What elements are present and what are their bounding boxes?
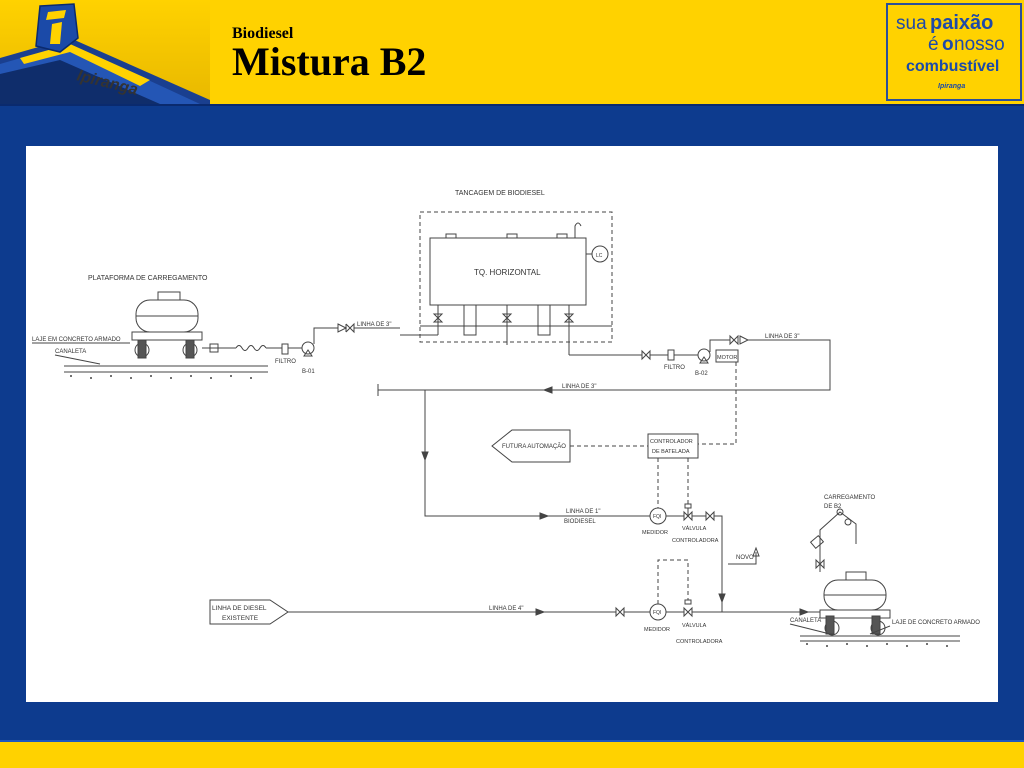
label-linha-diesel-2: EXISTENTE xyxy=(222,615,259,622)
slogan-word-combustivel: combustível xyxy=(906,58,1000,75)
valve-b02-inlet-icon xyxy=(641,349,651,361)
label-medidor-2: MEDIDOR xyxy=(644,627,670,633)
slogan-word-o: o xyxy=(942,34,954,55)
slogan-word-sua: sua xyxy=(896,13,927,34)
left-tanker-truck-icon xyxy=(131,291,203,359)
label-linha4: LINHA DE 4" xyxy=(489,606,523,612)
pump-b02-icon xyxy=(697,348,711,362)
tank-valve-3-icon xyxy=(563,313,575,323)
slogan-word-paixao: paixão xyxy=(930,12,994,34)
right-tanker-truck-icon xyxy=(819,571,891,636)
label-b01: B-01 xyxy=(302,369,315,375)
control-valve-1-icon xyxy=(683,510,693,522)
label-b02: B-02 xyxy=(695,371,708,377)
slogan-word-e: é xyxy=(928,34,939,55)
valve-diesel-in-icon xyxy=(615,606,625,618)
diagram-panel: TANCAGEM DE BIODIESEL TQ. HORIZONTAL LC … xyxy=(26,146,998,702)
label-laje-left: LAJE EM CONCRETO ARMADO xyxy=(32,337,121,343)
check-valve-2-icon xyxy=(739,335,750,345)
ipiranga-emblem-icon xyxy=(35,3,79,53)
page-title: Mistura B2 xyxy=(232,39,427,84)
line-valve-1-icon xyxy=(345,322,355,334)
label-valvula-2b: CONTROLADORA xyxy=(676,639,723,645)
footer-bar xyxy=(0,742,1024,768)
header-bar: Ipiranga Biodiesel Mistura B2 sua paixão… xyxy=(0,0,1024,106)
label-controlador-2: DE BATELADA xyxy=(652,449,690,455)
label-novo: NOVO xyxy=(736,555,754,561)
futura-automacao-tag xyxy=(491,429,571,463)
label-medidor-1: MEDIDOR xyxy=(642,530,668,536)
loading-arm-icon xyxy=(809,508,857,572)
label-linha3-b: LINHA DE 3" xyxy=(765,334,799,340)
label-futura: FUTURA AUTOMAÇÃO xyxy=(502,443,566,450)
tank-valve-1-icon xyxy=(432,313,444,323)
label-canaleta-right: CANALETA xyxy=(790,618,821,624)
level-controller-icon xyxy=(591,245,609,263)
linha-diesel-existente-tag xyxy=(209,599,289,625)
label-linha-diesel-1: LINHA DE DIESEL xyxy=(212,605,267,612)
check-valve-1-icon xyxy=(337,323,348,333)
label-tq-horizontal: TQ. HORIZONTAL xyxy=(474,268,541,277)
label-linha1-a: LINHA DE 1" xyxy=(566,509,600,515)
motor-box xyxy=(715,349,739,363)
label-lc: LC xyxy=(596,253,603,259)
tank-enclosure xyxy=(419,211,613,343)
label-tancagem: TANCAGEM DE BIODIESEL xyxy=(455,190,545,197)
label-carregamento-2: DE B2 xyxy=(824,504,842,510)
label-canaleta-left: CANALETA xyxy=(55,349,86,355)
valve-biodiesel-out-icon xyxy=(705,510,715,522)
label-laje-right: LAJE DE CONCRETO ARMADO xyxy=(892,620,980,626)
label-filtro-right: FILTRO xyxy=(664,365,685,371)
label-valvula-1a: VÁLVULA xyxy=(682,525,707,532)
tank-valve-2-icon xyxy=(501,313,513,323)
label-fqi-1: FQI xyxy=(653,514,661,520)
label-carregamento-1: CARREGAMENTO xyxy=(824,495,876,501)
footer-stripe xyxy=(0,740,1024,742)
batch-controller-box xyxy=(647,433,699,459)
page-subtitle: Biodiesel xyxy=(232,25,294,42)
label-linha1-b: BIODIESEL xyxy=(564,519,596,525)
pump-b01-icon xyxy=(301,341,315,355)
label-linha3-a: LINHA DE 3" xyxy=(357,322,391,328)
label-motor: MOTOR xyxy=(717,355,737,361)
label-controlador-1: CONTROLADOR xyxy=(650,439,693,445)
filter-left-icon xyxy=(281,343,289,355)
label-filtro-left: FILTRO xyxy=(275,359,296,365)
filter-right-icon xyxy=(667,349,675,361)
ipiranga-logo: Ipiranga xyxy=(0,0,210,104)
flex-hose-icon xyxy=(235,345,267,351)
label-valvula-2a: VÁLVULA xyxy=(682,622,707,629)
slogan-box: sua paixão é o nosso combustível Ipirang… xyxy=(886,3,1022,101)
label-plataforma: PLATAFORMA DE CARREGAMENTO xyxy=(88,275,208,282)
label-valvula-1b: CONTROLADORA xyxy=(672,538,719,544)
slogan-word-nosso: nosso xyxy=(954,34,1005,55)
control-valve-2-icon xyxy=(683,606,693,618)
slogan-small-brand: Ipiranga xyxy=(938,83,966,90)
valve-b02-outlet-icon xyxy=(729,334,739,346)
label-linha3-c: LINHA DE 3" xyxy=(562,384,596,390)
label-fqi-2: FQI xyxy=(653,610,661,616)
